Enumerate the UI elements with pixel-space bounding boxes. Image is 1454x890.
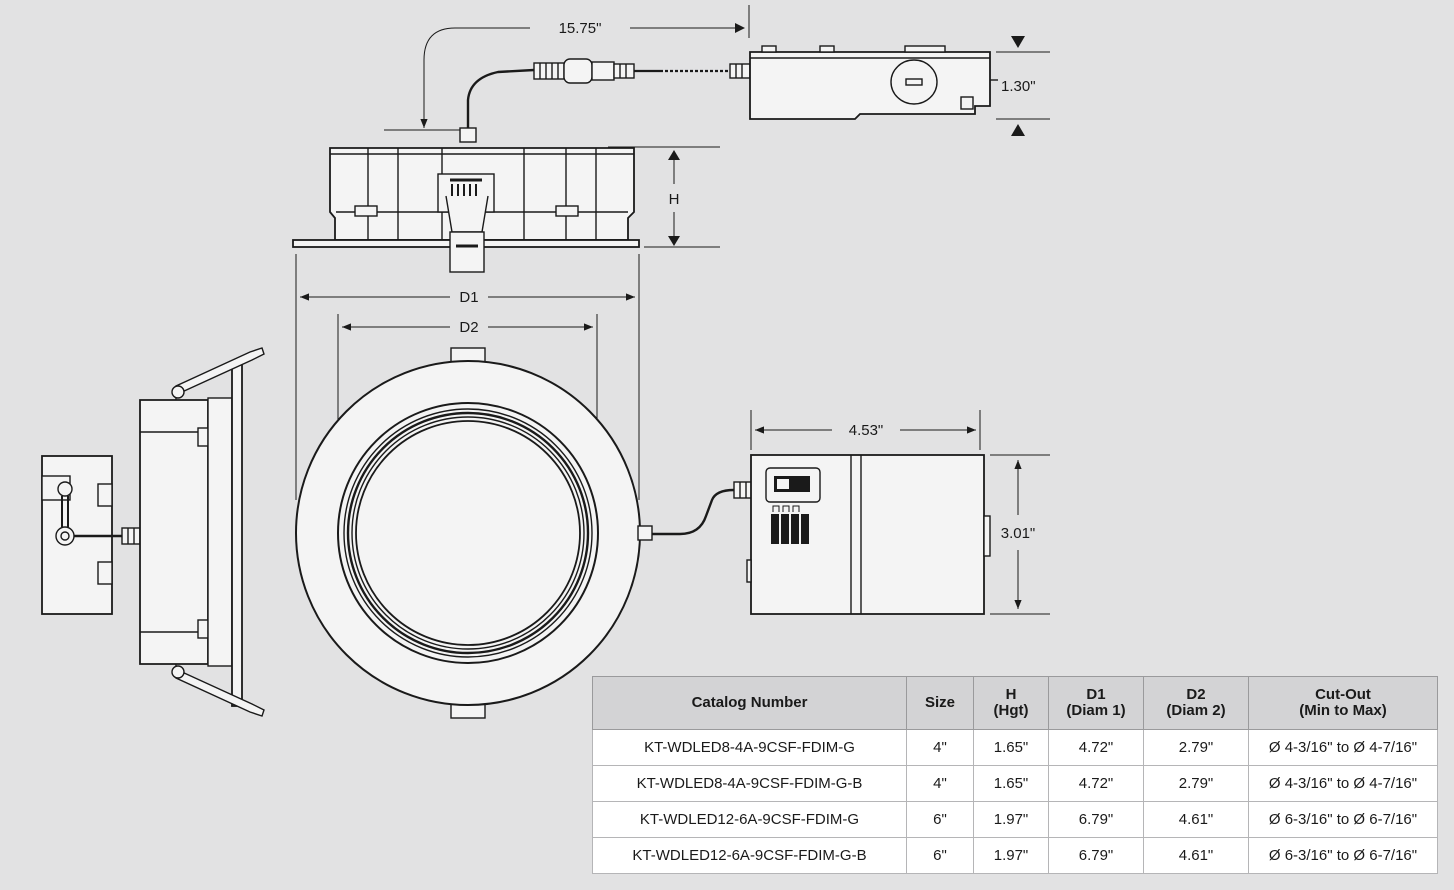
cable-length-label: 15.75" (559, 20, 602, 37)
diameter-1-cell: 4.72" (1048, 765, 1144, 802)
diameter-2-cell: 2.79" (1143, 765, 1249, 802)
diameter-2-cell: 4.61" (1143, 801, 1249, 838)
driver-height-dimension (996, 36, 1050, 136)
box-length-label: 4.53" (849, 422, 884, 439)
catalog-number-cell: KT-WDLED8-4A-9CSF-FDIM-G-B (592, 765, 907, 802)
box-length-dimension (750, 410, 981, 450)
diameter-1-cell: 6.79" (1048, 837, 1144, 874)
height-cell: 1.65" (973, 729, 1049, 766)
header-diameter-2: D2 (Diam 2) (1143, 676, 1249, 730)
diameter-1-label: D1 (459, 289, 478, 306)
height-cell: 1.97" (973, 837, 1049, 874)
box-height-dimension (990, 454, 1050, 615)
size-cell: 4" (906, 765, 974, 802)
catalog-number-cell: KT-WDLED8-4A-9CSF-FDIM-G (592, 729, 907, 766)
height-cell: 1.97" (973, 801, 1049, 838)
top-cable (459, 58, 751, 143)
size-cell: 4" (906, 729, 974, 766)
table-row: KT-WDLED8-4A-9CSF-FDIM-G 4" 1.65" 4.72" … (592, 729, 1438, 766)
diameter-2-label: D2 (459, 319, 478, 336)
housing-side-view (292, 147, 640, 273)
right-cable (652, 481, 753, 536)
cut-out-cell: Ø 4-3/16" to Ø 4-7/16" (1248, 729, 1438, 766)
table-row: KT-WDLED12-6A-9CSF-FDIM-G-B 6" 1.97" 6.7… (592, 837, 1438, 874)
cut-out-cell: Ø 6-3/16" to Ø 6-7/16" (1248, 801, 1438, 838)
header-diameter-1: D1 (Diam 1) (1048, 676, 1144, 730)
size-cell: 6" (906, 801, 974, 838)
catalog-number-cell: KT-WDLED12-6A-9CSF-FDIM-G-B (592, 837, 907, 874)
box-height-label: 3.01" (1001, 525, 1036, 542)
table-row: KT-WDLED8-4A-9CSF-FDIM-G-B 4" 1.65" 4.72… (592, 765, 1438, 802)
catalog-number-cell: KT-WDLED12-6A-9CSF-FDIM-G (592, 801, 907, 838)
driver-height-label: 1.30" (1001, 78, 1036, 95)
height-dimension (608, 146, 720, 248)
diameter-1-cell: 6.79" (1048, 801, 1144, 838)
header-height: H (Hgt) (973, 676, 1049, 730)
height-cell: 1.65" (973, 765, 1049, 802)
diameter-1-cell: 4.72" (1048, 729, 1144, 766)
left-side-view (41, 347, 265, 717)
height-label: H (669, 191, 680, 208)
diameter-2-cell: 2.79" (1143, 729, 1249, 766)
header-cut-out: Cut-Out (Min to Max) (1248, 676, 1438, 730)
cable-length-dimension (384, 5, 750, 131)
right-junction-box (746, 454, 991, 615)
diameter-2-cell: 4.61" (1143, 837, 1249, 874)
trim-front-view (295, 347, 653, 719)
cut-out-cell: Ø 4-3/16" to Ø 4-7/16" (1248, 765, 1438, 802)
cut-out-cell: Ø 6-3/16" to Ø 6-7/16" (1248, 837, 1438, 874)
header-catalog-number: Catalog Number (592, 676, 907, 730)
top-driver-box (749, 45, 998, 120)
table-row: KT-WDLED12-6A-9CSF-FDIM-G 6" 1.97" 6.79"… (592, 801, 1438, 838)
spec-table: Catalog Number Size H (Hgt) D1 (Diam 1) … (592, 676, 1438, 874)
size-cell: 6" (906, 837, 974, 874)
spec-table-header: Catalog Number Size H (Hgt) D1 (Diam 1) … (592, 676, 1438, 730)
header-size: Size (906, 676, 974, 730)
